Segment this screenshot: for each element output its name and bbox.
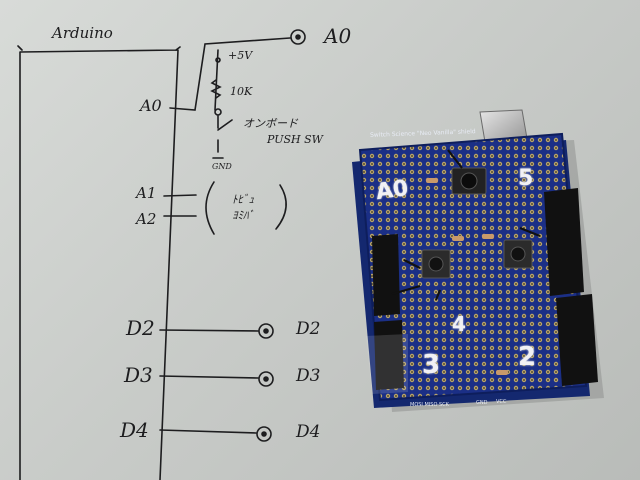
board-footer-vcc: VCC — [496, 399, 507, 405]
bracket-left — [205, 181, 215, 235]
resistor-3 — [482, 234, 494, 239]
push-switch — [217, 115, 233, 153]
board-paint-a0: A0 — [374, 175, 410, 206]
label-a2: A2 — [136, 210, 157, 228]
terminal-a0 — [290, 29, 306, 45]
wire-d4 — [159, 429, 257, 434]
bracket-note-1: ﾄﾋﾞｭ — [232, 193, 254, 206]
resistor-branch — [210, 49, 222, 111]
board-footer-spi: MOSI MISO SCK — [410, 402, 449, 408]
resistor-2 — [452, 236, 464, 241]
resistor-1 — [426, 178, 438, 183]
bracket-right — [275, 184, 287, 230]
bracket-note-2: ﾖﾐﾊﾞ — [232, 209, 254, 222]
label-5v: +5V — [228, 49, 253, 62]
board-footer-gnd: GND — [476, 400, 488, 406]
header-left-top — [372, 234, 400, 316]
resistor-4 — [496, 370, 508, 375]
jumper-wires — [391, 149, 541, 301]
label-gnd: GND — [212, 162, 232, 171]
label-a0-pin: A0 — [140, 96, 162, 115]
label-d2-terminal: D2 — [296, 319, 321, 339]
label-a0-terminal: A0 — [324, 24, 352, 48]
label-d3-terminal: D3 — [296, 366, 321, 386]
label-d2-pin: D2 — [126, 316, 155, 340]
wire-d2 — [159, 329, 259, 332]
header-right-top — [544, 188, 584, 296]
label-push-sw: PUSH SW — [267, 133, 323, 146]
push-button-left — [421, 249, 451, 279]
arduino-title: Arduino — [52, 24, 113, 42]
board-paint-3: 3 — [422, 350, 441, 380]
label-onboard: オンボード — [243, 117, 298, 130]
wire-d3 — [159, 375, 259, 379]
terminal-d2 — [258, 323, 274, 339]
label-d4-terminal: D4 — [296, 422, 321, 442]
arduino-outline — [19, 49, 179, 480]
board-paint-2: 2 — [518, 342, 537, 372]
board-paint-5: 5 — [518, 166, 534, 191]
terminal-d3 — [258, 371, 274, 387]
header-left-bottom — [374, 320, 404, 390]
label-d3-pin: D3 — [124, 363, 153, 387]
push-button-right — [503, 239, 533, 269]
label-d4-pin: D4 — [120, 418, 149, 442]
header-right-bottom — [556, 294, 598, 386]
label-a1: A1 — [136, 184, 157, 202]
label-10k: 10K — [230, 85, 253, 98]
board-paint-4: 4 — [452, 312, 466, 336]
terminal-d4 — [256, 426, 272, 442]
push-button-top — [451, 167, 487, 195]
wire-a1 — [163, 194, 197, 197]
wire-a0 — [169, 37, 291, 111]
perfboard — [358, 132, 588, 402]
